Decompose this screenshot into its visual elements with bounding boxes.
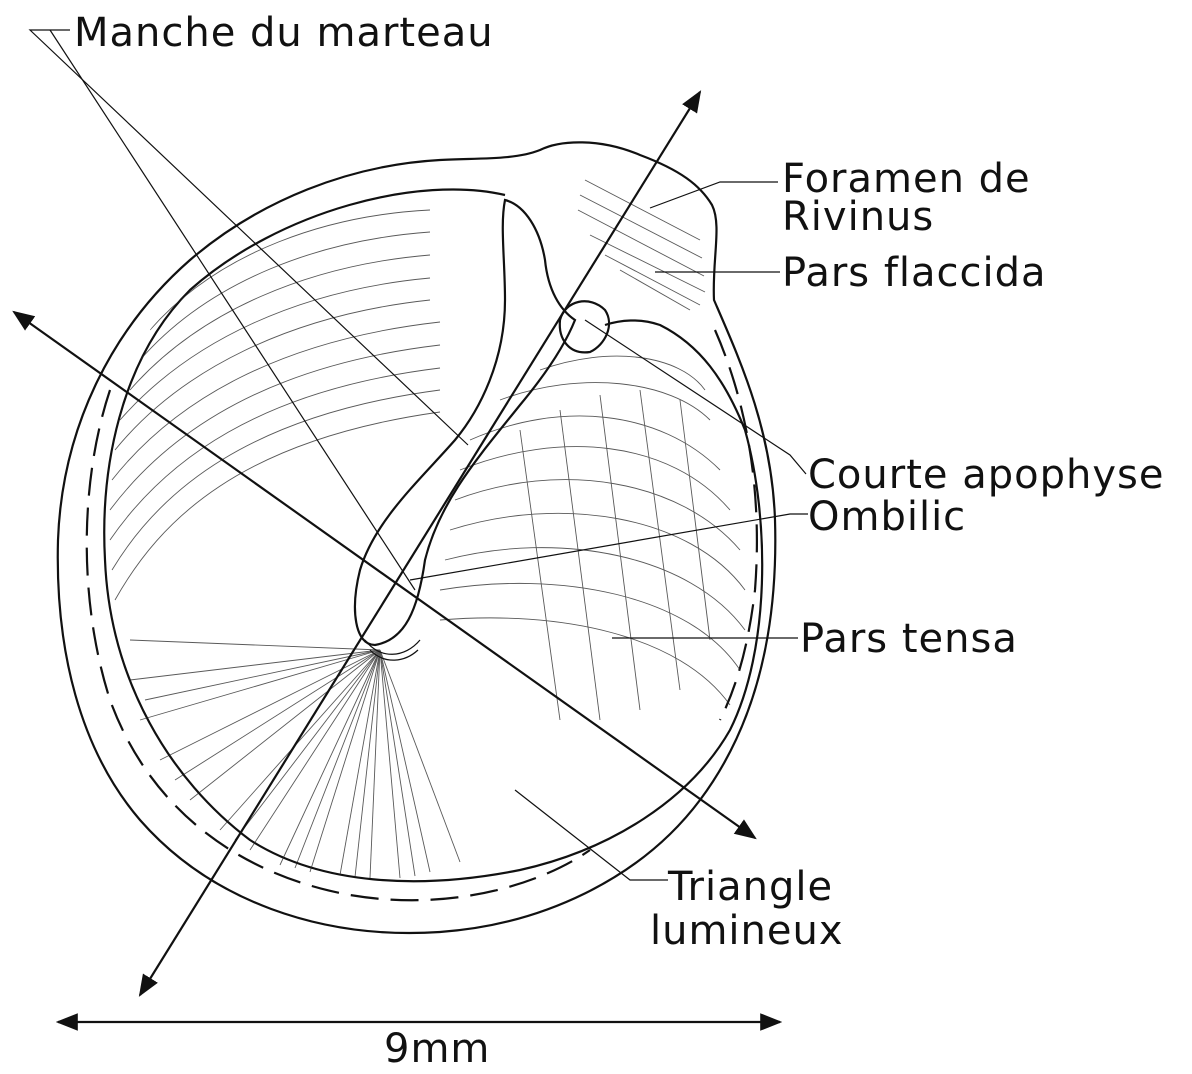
label-umbo: Ombilic bbox=[808, 494, 966, 540]
label-short-process: Courte apophyse bbox=[808, 452, 1164, 498]
label-pars-flaccida: Pars flaccida bbox=[782, 250, 1047, 296]
leader-rivinus bbox=[650, 182, 778, 208]
label-cone-line1: Triangle bbox=[667, 864, 833, 910]
membrane-hatching bbox=[110, 210, 745, 878]
label-pars-tensa: Pars tensa bbox=[800, 616, 1018, 662]
pars-flaccida-hatching bbox=[578, 180, 705, 310]
label-rivinus-line2: Rivinus bbox=[782, 194, 934, 240]
axis-arrow-vertical bbox=[140, 92, 700, 995]
label-malleus-handle: Manche du marteau bbox=[74, 10, 494, 56]
membrane-outline bbox=[58, 142, 776, 933]
axis-arrow-diagonal bbox=[14, 312, 755, 838]
label-scale: 9mm bbox=[384, 1026, 490, 1072]
short-process-shape bbox=[560, 301, 609, 352]
leader-short-process bbox=[585, 320, 806, 474]
annulus-dashed bbox=[87, 390, 590, 900]
label-cone-line2: lumineux bbox=[650, 908, 844, 954]
